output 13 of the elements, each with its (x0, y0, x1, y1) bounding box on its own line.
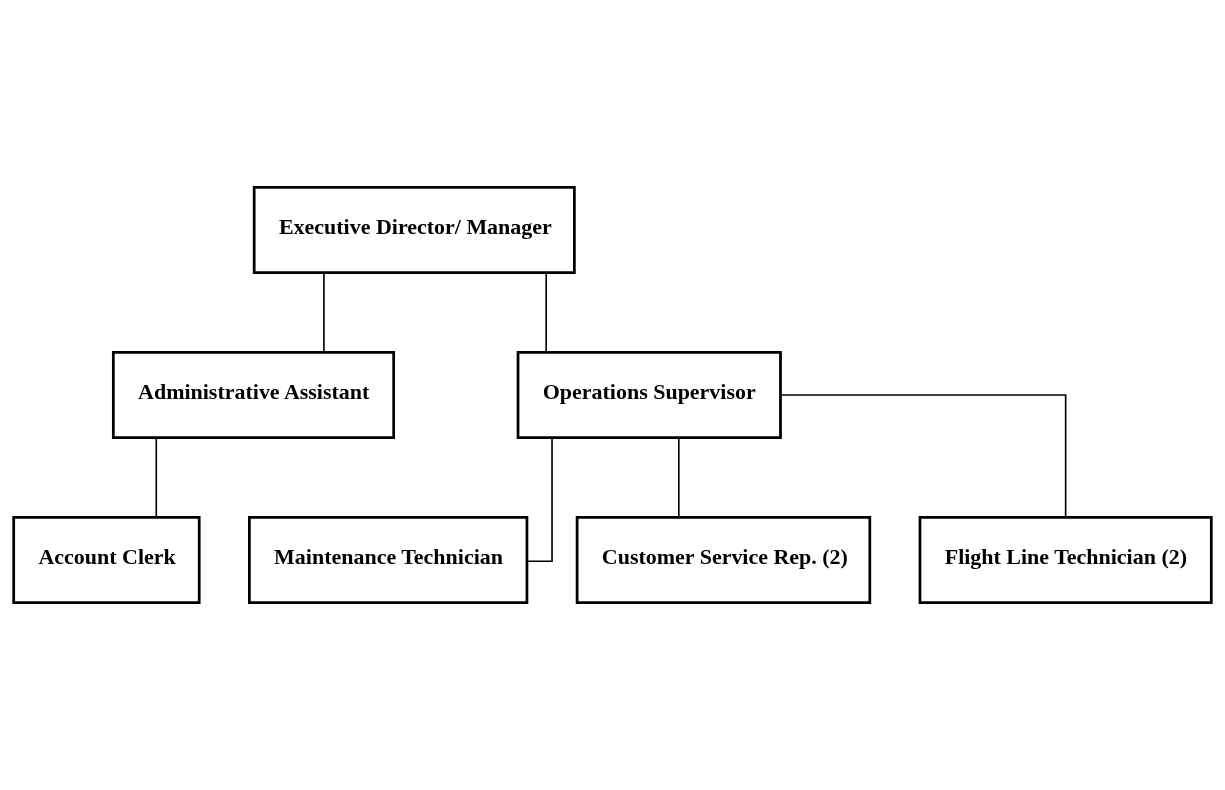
node-box: Operations Supervisor (516, 351, 782, 439)
connector (155, 437, 158, 519)
connector (526, 437, 553, 563)
connector (545, 272, 548, 354)
node-box: Customer Service Rep. (2) (575, 515, 872, 604)
node-box: Maintenance Technician (248, 515, 529, 604)
node-box: Executive Director/ Manager (252, 186, 576, 275)
node-box: Flight Line Technician (2) (918, 515, 1213, 604)
connector (780, 394, 1067, 518)
node-box: Account Clerk (12, 515, 201, 604)
node-box: Administrative Assistant (111, 351, 396, 439)
connector (677, 437, 680, 519)
connector (323, 272, 325, 354)
